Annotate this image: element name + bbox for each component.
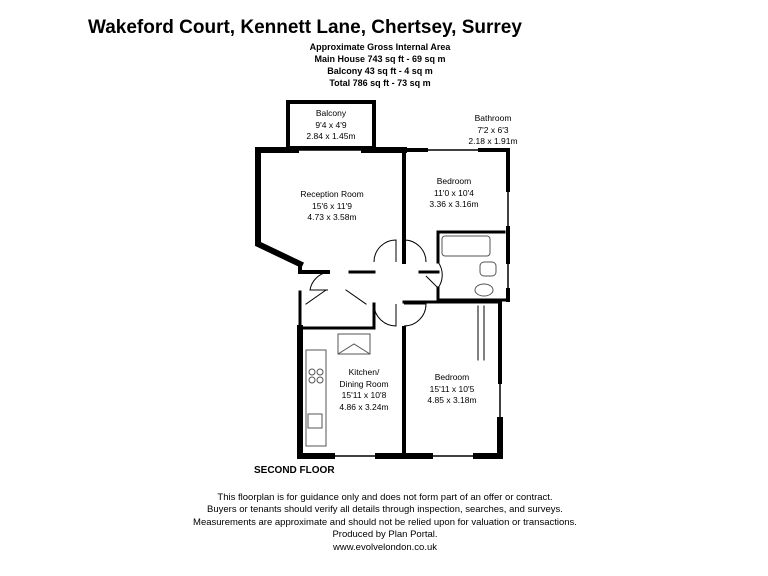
room-label-bedroom2: Bedroom 15'11 x 10'5 4.85 x 3.18m	[414, 372, 490, 407]
kitchen-name-line2: Dining Room	[339, 378, 389, 389]
room-label-bedroom1: Bedroom 11'0 x 10'4 3.36 x 3.16m	[418, 176, 490, 211]
disclaimer-line-3: Measurements are approximate and should …	[193, 516, 577, 528]
area-heading: Approximate Gross Internal Area	[309, 42, 451, 52]
room-label-kitchen: Kitchen/ Dining Room 15'11 x 10'8 4.86 x…	[324, 367, 404, 413]
kitchen-sink	[307, 413, 323, 429]
floor-label: SECOND FLOOR	[254, 465, 335, 476]
area-summary: Approximate Gross Internal Area Main Hou…	[240, 41, 520, 89]
hall-wall-left	[298, 262, 330, 274]
bedroom1-imperial: 11'0 x 10'4	[434, 187, 474, 198]
reception-outer-wall	[255, 147, 304, 268]
area-balcony: Balcony 43 sq ft - 4 sq m	[327, 66, 433, 76]
room-label-bathroom: Bathroom 7'2 x 6'3 2.18 x 1.91m	[458, 113, 528, 148]
balcony-name: Balcony	[315, 108, 347, 118]
disclaimer: This floorplan is for guidance only and …	[120, 492, 650, 554]
balcony-outline	[286, 100, 376, 150]
property-title: Wakeford Court, Kennett Lane, Chertsey, …	[88, 17, 522, 38]
toilet	[474, 283, 494, 297]
balcony-imperial: 9'4 x 4'9	[315, 119, 347, 130]
bath-tub	[441, 235, 491, 257]
wash-basin	[479, 261, 497, 277]
bedroom2-bottom-right-wall	[473, 417, 503, 459]
kitchen-left-bottom-wall	[297, 325, 335, 459]
bedroom2-door-swing	[403, 303, 427, 327]
disclaimer-line-1: This floorplan is for guidance only and …	[217, 492, 553, 503]
bathroom-name: Bathroom	[474, 113, 512, 123]
area-main-house: Main House 743 sq ft - 69 sq m	[314, 54, 446, 64]
reception-metric: 4.73 x 3.58m	[307, 212, 357, 222]
bedroom1-metric: 3.36 x 3.16m	[429, 199, 479, 209]
balcony-metric: 2.84 x 1.45m	[306, 131, 356, 141]
website-link[interactable]: www.evolvelondon.co.uk	[332, 541, 438, 553]
hob-ring-1	[308, 368, 316, 376]
bedroom2-metric: 4.85 x 3.18m	[427, 395, 477, 405]
bedroom2-name: Bedroom	[434, 372, 470, 382]
bedroom2-wardrobe	[477, 305, 485, 361]
disclaimer-line-2: Buyers or tenants should verify all deta…	[207, 504, 563, 516]
disclaimer-line-4: Produced by Plan Portal.	[332, 529, 438, 541]
room-label-balcony: Balcony 9'4 x 4'9 2.84 x 1.45m	[296, 108, 366, 143]
bedroom1-top-right-wall	[478, 148, 510, 192]
kitchen-metric: 4.86 x 3.24m	[339, 401, 389, 412]
entry-door-swing	[309, 271, 329, 291]
cupboard-doors	[305, 289, 367, 305]
hob-ring-2	[316, 368, 324, 376]
room-label-reception: Reception Room 15'6 x 11'9 4.73 x 3.58m	[282, 189, 382, 224]
area-total: Total 786 sq ft - 73 sq m	[329, 78, 431, 88]
bathroom-metric: 2.18 x 1.91m	[468, 136, 518, 146]
kitchen-unit-doors	[337, 343, 371, 355]
bathroom-imperial: 7'2 x 6'3	[477, 124, 509, 135]
reception-imperial: 15'6 x 11'9	[312, 200, 352, 211]
bedroom1-name: Bedroom	[436, 176, 472, 186]
kitchen-counter	[305, 349, 327, 447]
kitchen-name-line1: Kitchen/	[348, 367, 380, 377]
cupboard-walls	[298, 290, 376, 330]
kitchen-imperial: 15'11 x 10'8	[341, 390, 387, 400]
hob-ring-4	[316, 376, 324, 384]
reception-name: Reception Room	[300, 189, 364, 199]
reception-door-swing	[373, 239, 397, 263]
hob-ring-3	[308, 376, 316, 384]
kitchen-door-swing	[373, 303, 397, 327]
bedroom1-door-swing	[403, 239, 427, 263]
bedroom2-imperial: 15'11 x 10'5	[429, 383, 475, 394]
bathroom-door-swing	[425, 261, 443, 289]
kitchen-unit	[337, 333, 371, 355]
